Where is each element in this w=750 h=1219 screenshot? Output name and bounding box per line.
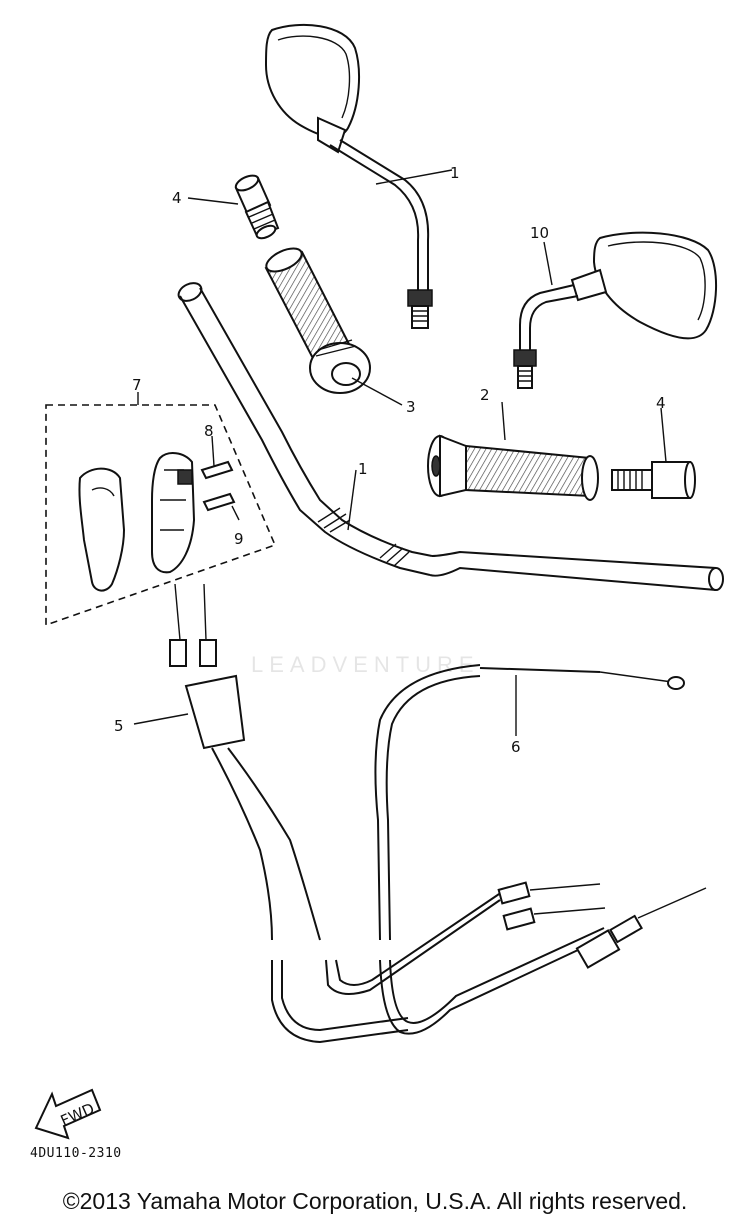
throttle-housing-part: [45, 404, 277, 627]
callout-bar-end-right: 4: [656, 394, 666, 412]
fwd-arrow-icon: FWD: [34, 1088, 102, 1140]
callout-mirror-left: 10: [530, 224, 549, 242]
callout-handlebar: 1: [358, 460, 368, 478]
callout-grip-right: 2: [480, 386, 490, 404]
diagram-code: 4DU110-2310: [30, 1146, 122, 1161]
grip-right-part: [427, 434, 599, 501]
callout-screw-lower: 9: [234, 530, 244, 548]
callout-screw-upper: 8: [204, 422, 214, 440]
throttle-cables-part: [169, 583, 606, 1044]
bar-end-right-part: [611, 461, 696, 499]
callout-clutch-cable: 6: [511, 738, 521, 756]
mirror-left-part: [513, 231, 717, 389]
watermark: LEADVENTURE: [251, 652, 480, 677]
mirror-right-part: [264, 23, 433, 329]
callout-throttle-cables: 5: [114, 717, 124, 735]
callout-grip-left: 3: [406, 398, 416, 416]
leader-lines: [133, 169, 667, 736]
callout-bar-end-left: 4: [172, 189, 182, 207]
handlebar-part: [177, 282, 724, 591]
callout-mirror-right: 1: [450, 164, 460, 182]
callout-throttle-housing: 7: [132, 376, 142, 394]
bar-end-left-part: [234, 174, 280, 240]
grip-left-part: [264, 247, 371, 394]
copyright-notice: ©2013 Yamaha Motor Corporation, U.S.A. A…: [62, 1188, 688, 1214]
clutch-cable-part: [374, 664, 707, 1035]
